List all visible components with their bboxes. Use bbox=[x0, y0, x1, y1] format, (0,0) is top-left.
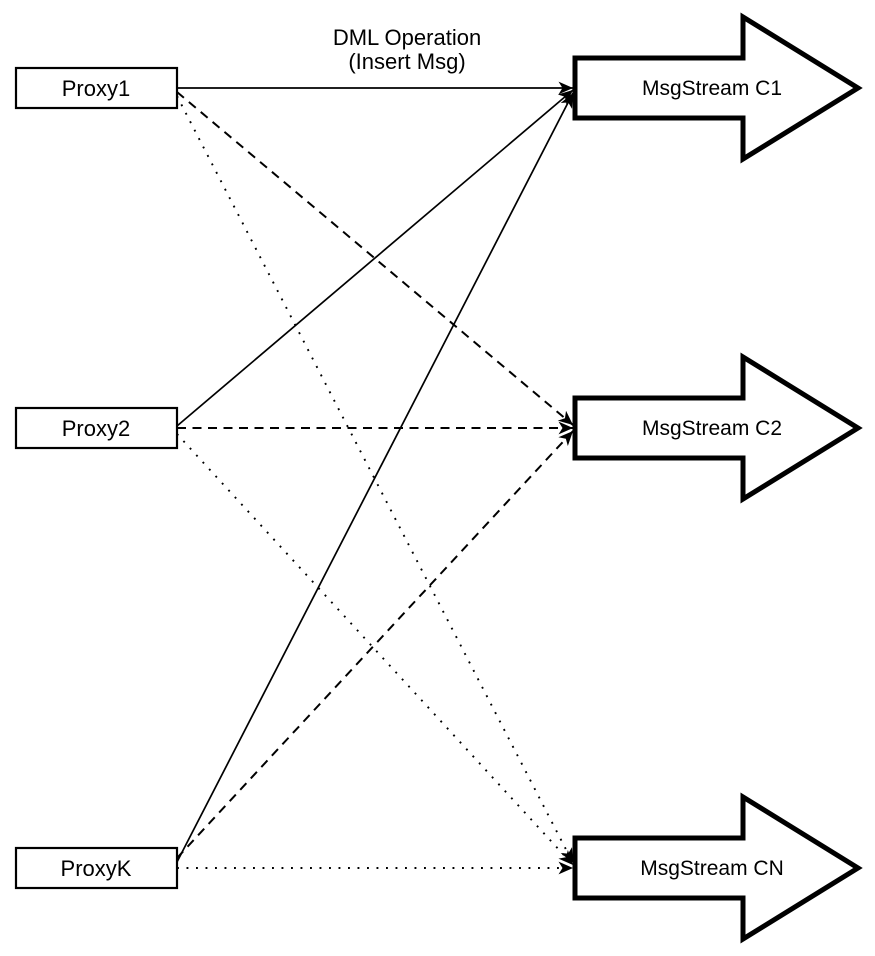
proxy2-node: Proxy2 bbox=[14, 406, 179, 450]
proxyk-label: ProxyK bbox=[61, 856, 132, 881]
edge-proxyk-c2-dashed bbox=[176, 430, 574, 859]
edge-proxyk-c1-solid bbox=[176, 92, 574, 863]
proxyk-box bbox=[14, 846, 179, 890]
msgstream-cn-arrow bbox=[572, 792, 863, 944]
edge-proxy1-cn-dotted bbox=[176, 95, 574, 864]
msgstream-cn-node: MsgStream CN bbox=[572, 792, 863, 944]
edge-proxy2-c1-solid bbox=[176, 89, 574, 427]
diagram-title-line1: DML Operation bbox=[333, 25, 481, 50]
diagram-title-line2: (Insert Msg) bbox=[348, 49, 465, 74]
msgstream-cn-label: MsgStream CN bbox=[640, 857, 784, 880]
msgstream-c1-arrow bbox=[572, 12, 863, 164]
msgstream-c2-arrow bbox=[572, 352, 863, 504]
msgstream-c1-node: MsgStream C1 bbox=[572, 12, 863, 164]
proxy1-node: Proxy1 bbox=[14, 66, 179, 110]
edge-proxy1-c2-dashed bbox=[176, 91, 574, 426]
msgstream-c2-node: MsgStream C2 bbox=[572, 352, 863, 504]
proxyk-node: ProxyK bbox=[14, 846, 179, 890]
proxy1-box bbox=[14, 66, 179, 110]
msgstream-c2-label: MsgStream C2 bbox=[642, 417, 782, 440]
proxy2-label: Proxy2 bbox=[62, 416, 130, 441]
edge-proxy2-cn-dotted bbox=[176, 433, 574, 866]
proxy1-label: Proxy1 bbox=[62, 76, 130, 101]
msgstream-c1-label: MsgStream C1 bbox=[642, 77, 782, 100]
proxy2-box bbox=[14, 406, 179, 450]
